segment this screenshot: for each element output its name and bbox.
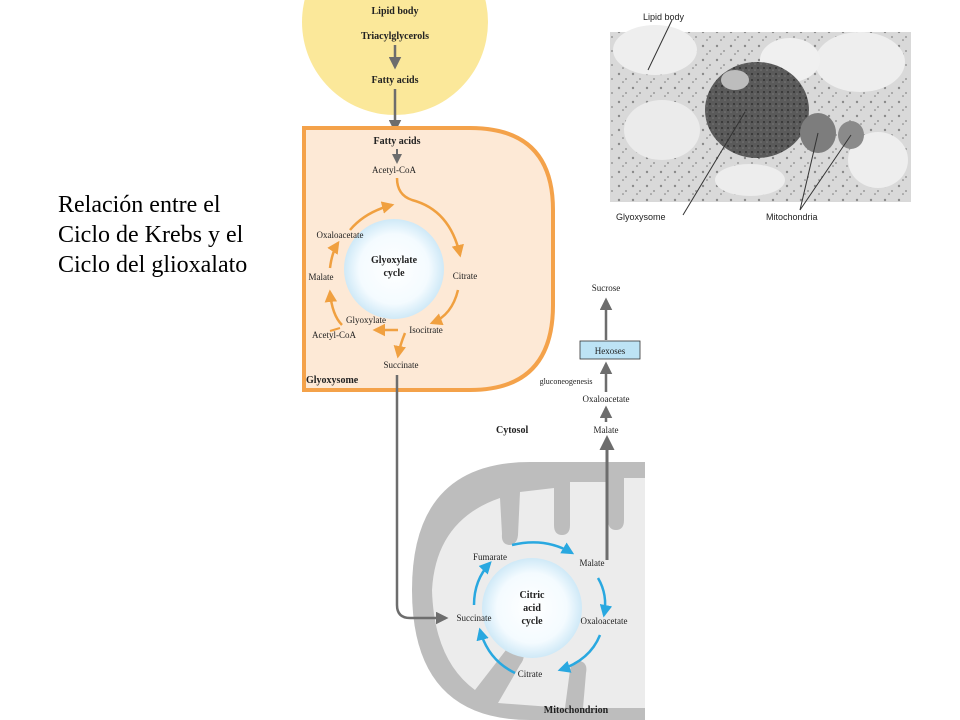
micrograph-glyoxysome xyxy=(705,62,809,158)
glyox-succinate: Succinate xyxy=(384,360,419,370)
glyox-glyoxylate: Glyoxylate xyxy=(346,315,386,325)
citric-cycle-line3: cycle xyxy=(521,616,543,627)
gluconeogenesis-label: gluconeogenesis xyxy=(540,377,593,386)
cytosol-oxaloacetate: Oxaloacetate xyxy=(583,394,630,404)
glyox-malate: Malate xyxy=(309,272,334,282)
citric-cycle-line1: Citric xyxy=(520,590,546,601)
sucrose-label: Sucrose xyxy=(592,283,621,293)
micrograph-lipid-body-label: Lipid body xyxy=(643,12,685,22)
glyox-isocitrate: Isocitrate xyxy=(409,325,442,335)
glyoxysome-fatty-acids: Fatty acids xyxy=(374,136,421,147)
mitochondrion-label: Mitochondrion xyxy=(544,705,609,716)
glyoxysome: Fatty acids Acetyl-CoA Glyoxylate cycle … xyxy=(302,126,555,392)
glyoxylate-cycle-core xyxy=(344,219,444,319)
cytosol-label: Cytosol xyxy=(496,425,528,436)
arrow-fumarate-to-malate xyxy=(511,541,575,555)
citric-acid-cycle-core xyxy=(482,558,582,658)
glyox-acetyl-coa-side: Acetyl-CoA xyxy=(312,330,356,340)
glyox-citrate: Citrate xyxy=(453,271,478,281)
glyox-oxaloacetate: Oxaloacetate xyxy=(317,230,364,240)
micrograph-glyoxysome-label: Glyoxysome xyxy=(616,212,666,222)
arrow-glyoxylate-to-malate xyxy=(324,289,343,326)
cytosol-malate: Malate xyxy=(594,425,619,435)
arrow-acoa-to-citrate xyxy=(395,177,464,258)
arrow-citrate-to-isocitrate xyxy=(429,289,460,326)
title-line-1: Relación entre el xyxy=(58,192,221,218)
hexoses-label: Hexoses xyxy=(595,346,626,356)
title-line-3: Ciclo del glioxalato xyxy=(58,252,248,278)
arrow-oxaloacetate-to-citrate xyxy=(349,201,395,231)
mito-malate: Malate xyxy=(580,558,605,568)
glyoxylate-cycle-line1: Glyoxylate xyxy=(371,255,418,266)
slide-title: Relación entre el Ciclo de Krebs y el Ci… xyxy=(58,190,318,280)
hexoses-box xyxy=(579,340,641,360)
electron-micrograph: Lipid body Glyoxysome Mitochondria xyxy=(610,12,911,222)
arrow-acoa-side xyxy=(329,327,341,332)
mito-citrate: Citrate xyxy=(518,669,543,679)
acetyl-coa-input: Acetyl-CoA xyxy=(372,165,416,175)
arrow-succinate-to-mitochondrion xyxy=(395,375,449,625)
glyoxylate-cycle-line2: cycle xyxy=(383,268,405,279)
micrograph-mitochondria-label: Mitochondria xyxy=(766,212,818,222)
cytosol: Cytosol Malate Oxaloacetate gluconeogene… xyxy=(496,283,641,436)
glyoxysome-label: Glyoxysome xyxy=(306,375,359,386)
lipid-body: Lipid body Triacylglycerols Fatty acids xyxy=(302,0,488,133)
lipid-body-label: Lipid body xyxy=(372,6,419,17)
lipid-fatty-acids-label: Fatty acids xyxy=(372,75,419,86)
arrow-malate-to-oxaloacetate xyxy=(596,577,613,618)
mito-oxaloacetate: Oxaloacetate xyxy=(581,616,628,626)
arrow-malate-to-oxaloacetate xyxy=(327,240,340,269)
mito-succinate: Succinate xyxy=(457,613,492,623)
arrow-isocitrate-to-succinate xyxy=(393,332,407,359)
mitochondrion: Citric acid cycle Fumarate Malate Succin… xyxy=(412,462,645,720)
arrow-citrate-to-succinate xyxy=(476,627,516,675)
title-line-2: Ciclo de Krebs y el xyxy=(58,222,244,248)
arrow-succinate-to-fumarate xyxy=(472,561,492,606)
arrow-oxaloacetate-to-citrate xyxy=(557,634,602,673)
mito-fumarate: Fumarate xyxy=(473,552,507,562)
citric-cycle-line2: acid xyxy=(523,603,541,614)
triacylglycerols-label: Triacylglycerols xyxy=(361,31,429,42)
